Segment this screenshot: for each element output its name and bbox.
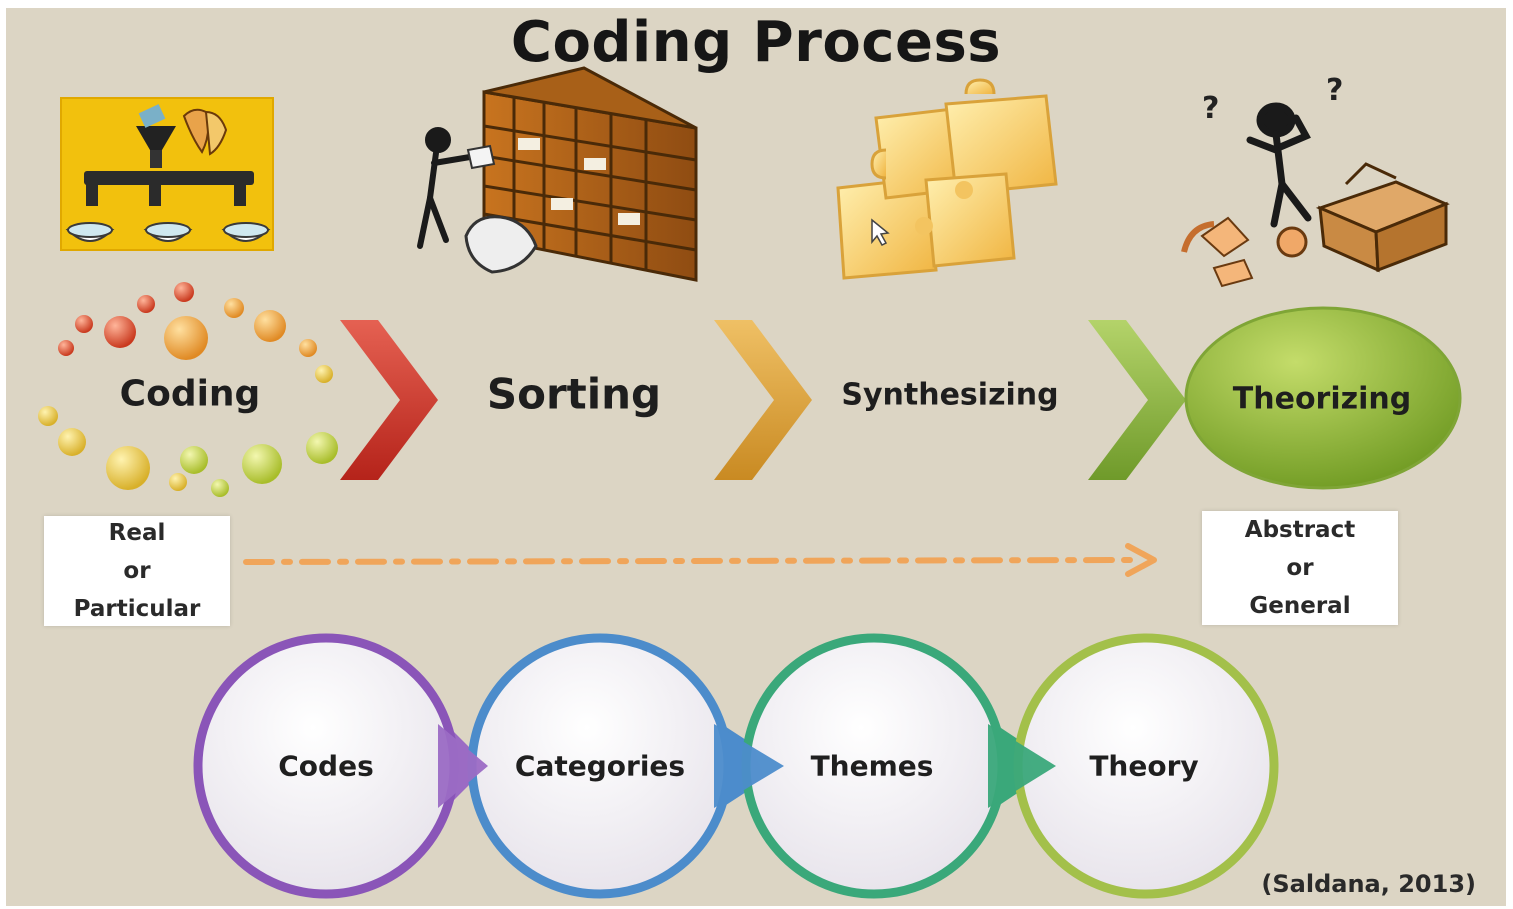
diagram-graphics: ? ?	[38, 66, 1462, 899]
stage-arrow-1	[340, 320, 438, 480]
chain-circles	[193, 633, 1279, 899]
citation: (Saldana, 2013)	[1261, 870, 1476, 898]
stage-label-coding: Coding	[119, 373, 261, 415]
page-title: Coding Process	[510, 10, 1002, 75]
slide-canvas: ? ?	[6, 8, 1506, 906]
coding-ball-spiral	[38, 282, 338, 497]
continuum-start-line-2: or	[123, 558, 151, 584]
svg-text:?: ?	[1326, 73, 1343, 108]
theorizing-circle	[1184, 306, 1462, 490]
continuum-end-line-1: Abstract	[1244, 517, 1356, 543]
svg-text:?: ?	[1202, 91, 1219, 126]
continuum-end-line-2: or	[1286, 555, 1314, 581]
stage-label-synthesizing: Synthesizing	[841, 377, 1059, 413]
chain-label-categories: Categories	[514, 749, 686, 783]
continuum-end-line-3: General	[1249, 593, 1351, 619]
stage-label-sorting: Sorting	[486, 369, 662, 419]
puzzle-icon	[836, 78, 1058, 280]
continuum-start-box: Real or Particular	[44, 516, 230, 626]
filing-shelf-icon	[417, 66, 698, 282]
chain-label-codes: Codes	[278, 749, 374, 783]
chain-label-theory: Theory	[1089, 749, 1199, 783]
thinking-figure-icon: ? ?	[1181, 73, 1450, 288]
stage-arrow-3	[1088, 320, 1186, 480]
stage-arrow-2	[714, 320, 812, 480]
continuum-arrow	[243, 543, 1157, 577]
continuum-start-line-3: Particular	[73, 596, 201, 622]
machine-icon	[60, 97, 274, 251]
continuum-end-box: Abstract or General	[1202, 511, 1398, 625]
stage-label-theorizing: Theorizing	[1232, 381, 1412, 417]
continuum-start-line-1: Real	[108, 520, 166, 546]
chain-label-themes: Themes	[810, 749, 934, 783]
